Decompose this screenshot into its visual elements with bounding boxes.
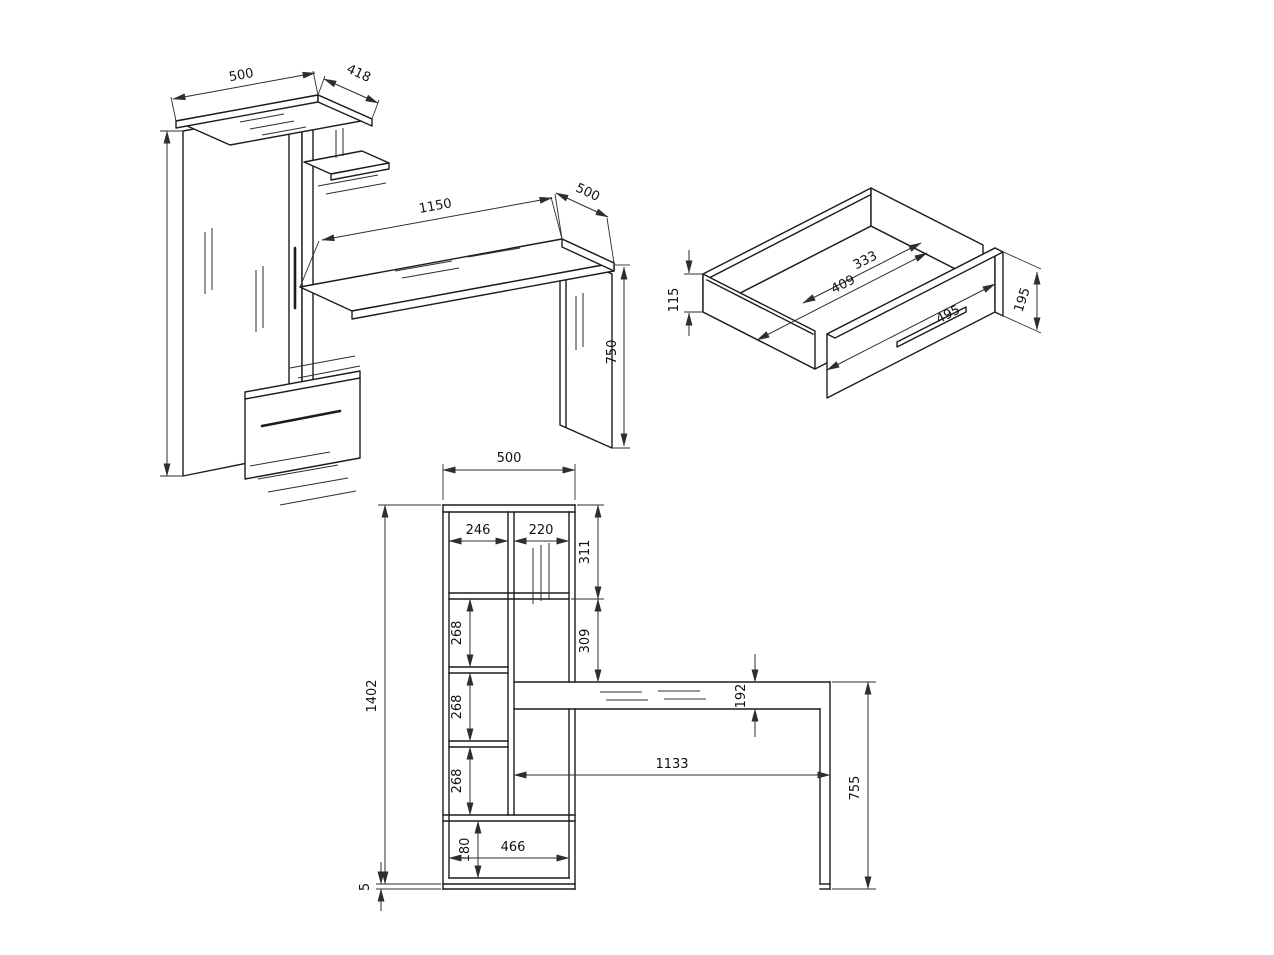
dim-front-base: 5 bbox=[358, 862, 441, 911]
svg-text:192: 192 bbox=[734, 684, 749, 709]
drawer-front-panel-edge bbox=[994, 247, 1004, 317]
dim-front-total-height: 1402 bbox=[365, 504, 441, 885]
svg-text:220: 220 bbox=[529, 523, 554, 538]
base-drawer-unit bbox=[244, 370, 361, 480]
grain-hatching bbox=[575, 293, 584, 350]
dim-front-left-bay: 246 bbox=[448, 523, 509, 545]
drawer-right-wall bbox=[870, 187, 984, 284]
grain-hatching bbox=[394, 247, 521, 279]
svg-text:755: 755 bbox=[848, 776, 863, 801]
carcass-outline bbox=[442, 504, 576, 890]
base-drawer-handle bbox=[260, 409, 342, 428]
wall-shelf-edge bbox=[330, 162, 390, 181]
svg-text:5: 5 bbox=[358, 883, 373, 891]
dim-desk-height: 750 bbox=[605, 264, 630, 449]
grain-hatching bbox=[249, 355, 361, 506]
desk-outline bbox=[513, 681, 831, 890]
svg-text:500: 500 bbox=[497, 451, 522, 466]
svg-text:1402: 1402 bbox=[365, 679, 380, 712]
dim-front-drawer-width: 466 bbox=[448, 840, 570, 862]
svg-text:311: 311 bbox=[578, 540, 593, 565]
svg-text:500: 500 bbox=[228, 66, 255, 85]
grain-hatching bbox=[239, 113, 307, 136]
svg-text:418: 418 bbox=[344, 62, 373, 86]
dim-front-top-width: 500 bbox=[442, 451, 576, 500]
svg-text:268: 268 bbox=[450, 621, 465, 646]
svg-text:195: 195 bbox=[1012, 286, 1034, 314]
svg-text:466: 466 bbox=[501, 840, 526, 855]
svg-text:1150: 1150 bbox=[418, 196, 453, 217]
dim-front-shelf-1: 268 bbox=[450, 598, 474, 668]
svg-text:309: 309 bbox=[578, 629, 593, 654]
dim-desktop-length: 1150 bbox=[299, 196, 563, 288]
dim-front-right-bay: 220 bbox=[513, 523, 570, 545]
dim-desk-overall-height bbox=[160, 130, 183, 477]
svg-text:1133: 1133 bbox=[655, 757, 688, 772]
isometric-drawer-view: 115 333 409 495 195 bbox=[667, 187, 1042, 399]
svg-text:750: 750 bbox=[605, 340, 620, 365]
dim-front-shelf-2: 268 bbox=[450, 672, 474, 742]
dim-front-desk-span: 1133 bbox=[513, 757, 831, 779]
svg-text:268: 268 bbox=[450, 769, 465, 794]
dim-drawer-side-height: 115 bbox=[667, 250, 703, 336]
dim-front-desk-height: 755 bbox=[832, 681, 876, 890]
svg-text:115: 115 bbox=[667, 288, 682, 313]
dim-front-drawer-height: 180 bbox=[458, 820, 482, 879]
svg-text:268: 268 bbox=[450, 695, 465, 720]
grain-hatching bbox=[204, 228, 264, 332]
grain-hatching bbox=[532, 543, 706, 701]
svg-text:246: 246 bbox=[466, 523, 491, 538]
svg-text:500: 500 bbox=[573, 181, 602, 205]
isometric-desk-view: 500 418 1150 500 750 bbox=[160, 62, 630, 506]
svg-text:180: 180 bbox=[458, 838, 473, 863]
desktop-end-edge bbox=[561, 238, 615, 272]
dim-drawer-front-height: 195 bbox=[998, 249, 1042, 334]
dim-front-section-second: 309 bbox=[578, 598, 602, 683]
dim-front-section-top: 311 bbox=[571, 504, 604, 600]
dim-desk-top-width: 500 bbox=[170, 66, 319, 122]
grain-hatching bbox=[317, 128, 387, 195]
dim-front-apron: 192 bbox=[734, 654, 759, 737]
front-elevation-view: 500 246 220 311 309 268 268 bbox=[358, 451, 876, 911]
dim-front-shelf-3: 268 bbox=[450, 746, 474, 816]
